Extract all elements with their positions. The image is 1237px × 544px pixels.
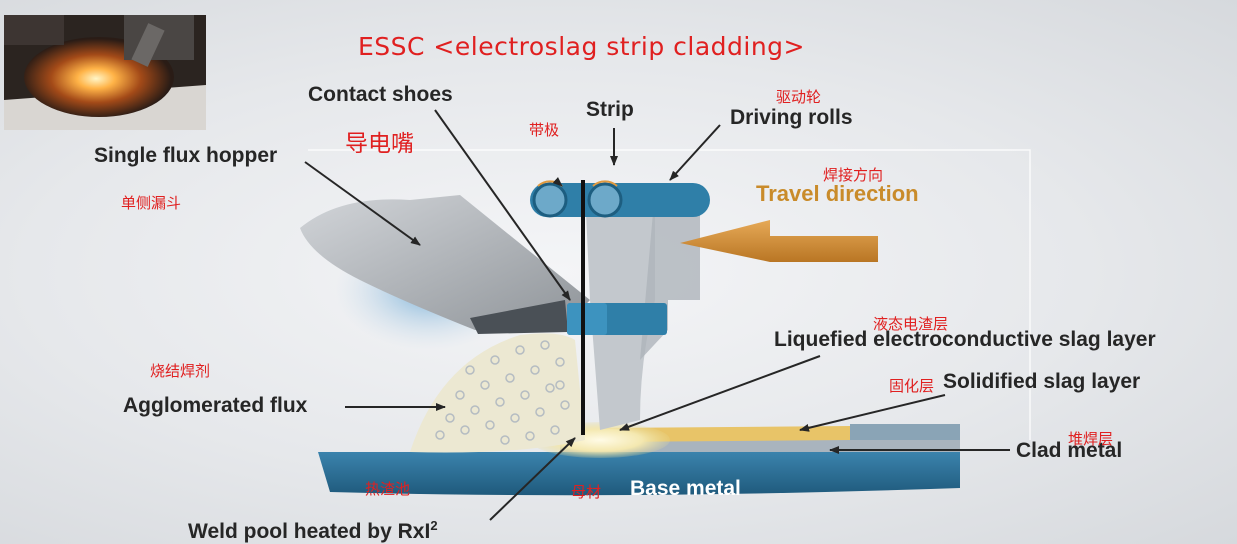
label-agglomerated-flux: Agglomerated flux — [123, 394, 308, 417]
label-cn-weld-pool: 热渣池 — [365, 480, 411, 498]
label-driving-rolls: Driving rolls — [730, 106, 853, 129]
label-strip: Strip — [586, 98, 634, 121]
roll-left — [532, 182, 568, 218]
label-cn-solidified: 固化层 — [889, 377, 935, 395]
label-cn-contact-shoes: 导电嘴 — [345, 131, 414, 157]
solidified-slag — [850, 424, 960, 440]
label-single-flux-hopper: Single flux hopper — [94, 144, 278, 167]
label-cn-clad: 堆焊层 — [1068, 430, 1114, 448]
hopper-outlet — [470, 300, 568, 334]
roll-right — [587, 182, 623, 218]
travel-direction-arrow — [680, 220, 878, 262]
label-base-metal: Base metal — [630, 477, 741, 500]
label-cn-driving-rolls: 驱动轮 — [776, 88, 822, 106]
label-cn-strip: 带极 — [529, 121, 560, 139]
base-metal-plate — [318, 452, 960, 496]
label-cn-hopper: 单侧漏斗 — [121, 194, 182, 212]
flux-granules — [435, 340, 570, 445]
leader-lines — [304, 109, 1010, 521]
label-cn-base: 母材 — [571, 483, 602, 501]
label-contact-shoes: Contact shoes — [308, 83, 453, 106]
label-cn-travel: 焊接方向 — [823, 166, 884, 184]
flux-hopper — [300, 195, 590, 332]
label-liquefied-slag: Liquefied electroconductive slag layer — [774, 328, 1156, 351]
label-cn-liquefied: 液态电渣层 — [873, 315, 949, 333]
flux-pile — [410, 333, 585, 453]
welding-photo — [4, 15, 206, 130]
label-travel-direction: Travel direction — [756, 181, 919, 206]
label-clad-metal: Clad metal — [1016, 439, 1123, 462]
label-solidified-slag: Solidified slag layer — [943, 370, 1141, 393]
page-title: ESSC <electroslag strip cladding> — [358, 32, 805, 61]
label-cn-flux: 烧结焊剂 — [150, 362, 211, 380]
label-weld-pool: Weld pool heated by RxI2 — [188, 518, 438, 543]
